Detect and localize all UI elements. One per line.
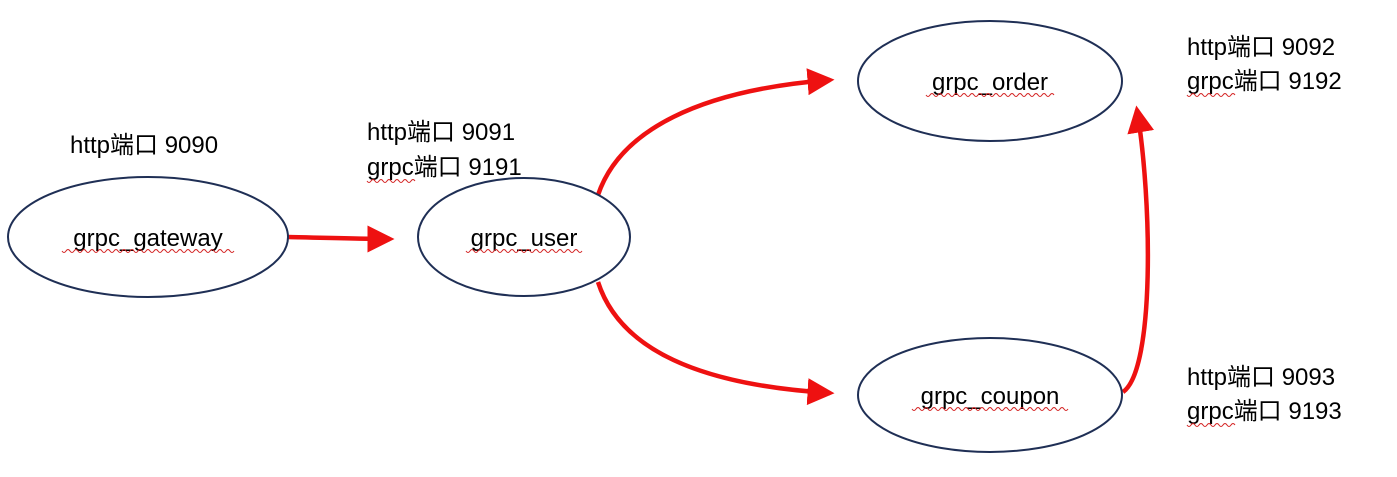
spellcheck-underline: [465, 249, 583, 253]
spellcheck-underline: [1186, 93, 1236, 97]
edge-coupon-to-order: [1121, 105, 1155, 394]
node-label: grpc_order: [932, 69, 1048, 96]
node-ellipse: [857, 337, 1123, 453]
port-label-order-http: http端口 9092: [1187, 34, 1335, 61]
spellcheck-underline: [61, 249, 235, 253]
spellcheck-underline: [1186, 423, 1236, 427]
spellcheck-underline: [366, 179, 416, 183]
spellcheck-underline: [925, 93, 1055, 97]
port-label-coupon-http: http端口 9093: [1187, 364, 1335, 391]
node-grpc-coupon: grpc_coupon: [857, 337, 1123, 453]
spellcheck-underline: [911, 407, 1069, 411]
port-label-coupon-grpc: grpc端口 9193: [1187, 398, 1342, 425]
edge-user-to-order: [595, 68, 835, 196]
port-label-user-http: http端口 9091: [367, 119, 515, 146]
node-ellipse: [857, 20, 1123, 142]
edge-user-to-coupon: [595, 281, 835, 406]
node-grpc-order: grpc_order: [857, 20, 1123, 142]
node-label: grpc_coupon: [921, 383, 1060, 410]
port-label-order-grpc: grpc端口 9192: [1187, 68, 1342, 95]
edge-gateway-to-user: [287, 225, 395, 253]
node-label: grpc_user: [471, 225, 578, 252]
port-label-gateway-http: http端口 9090: [70, 132, 218, 159]
node-ellipse: [417, 177, 631, 297]
node-label: grpc_gateway: [73, 225, 222, 252]
node-grpc-user: grpc_user: [417, 177, 631, 297]
port-label-user-grpc: grpc端口 9191: [367, 154, 522, 181]
node-grpc-gateway: grpc_gateway: [7, 176, 289, 298]
node-ellipse: [7, 176, 289, 298]
